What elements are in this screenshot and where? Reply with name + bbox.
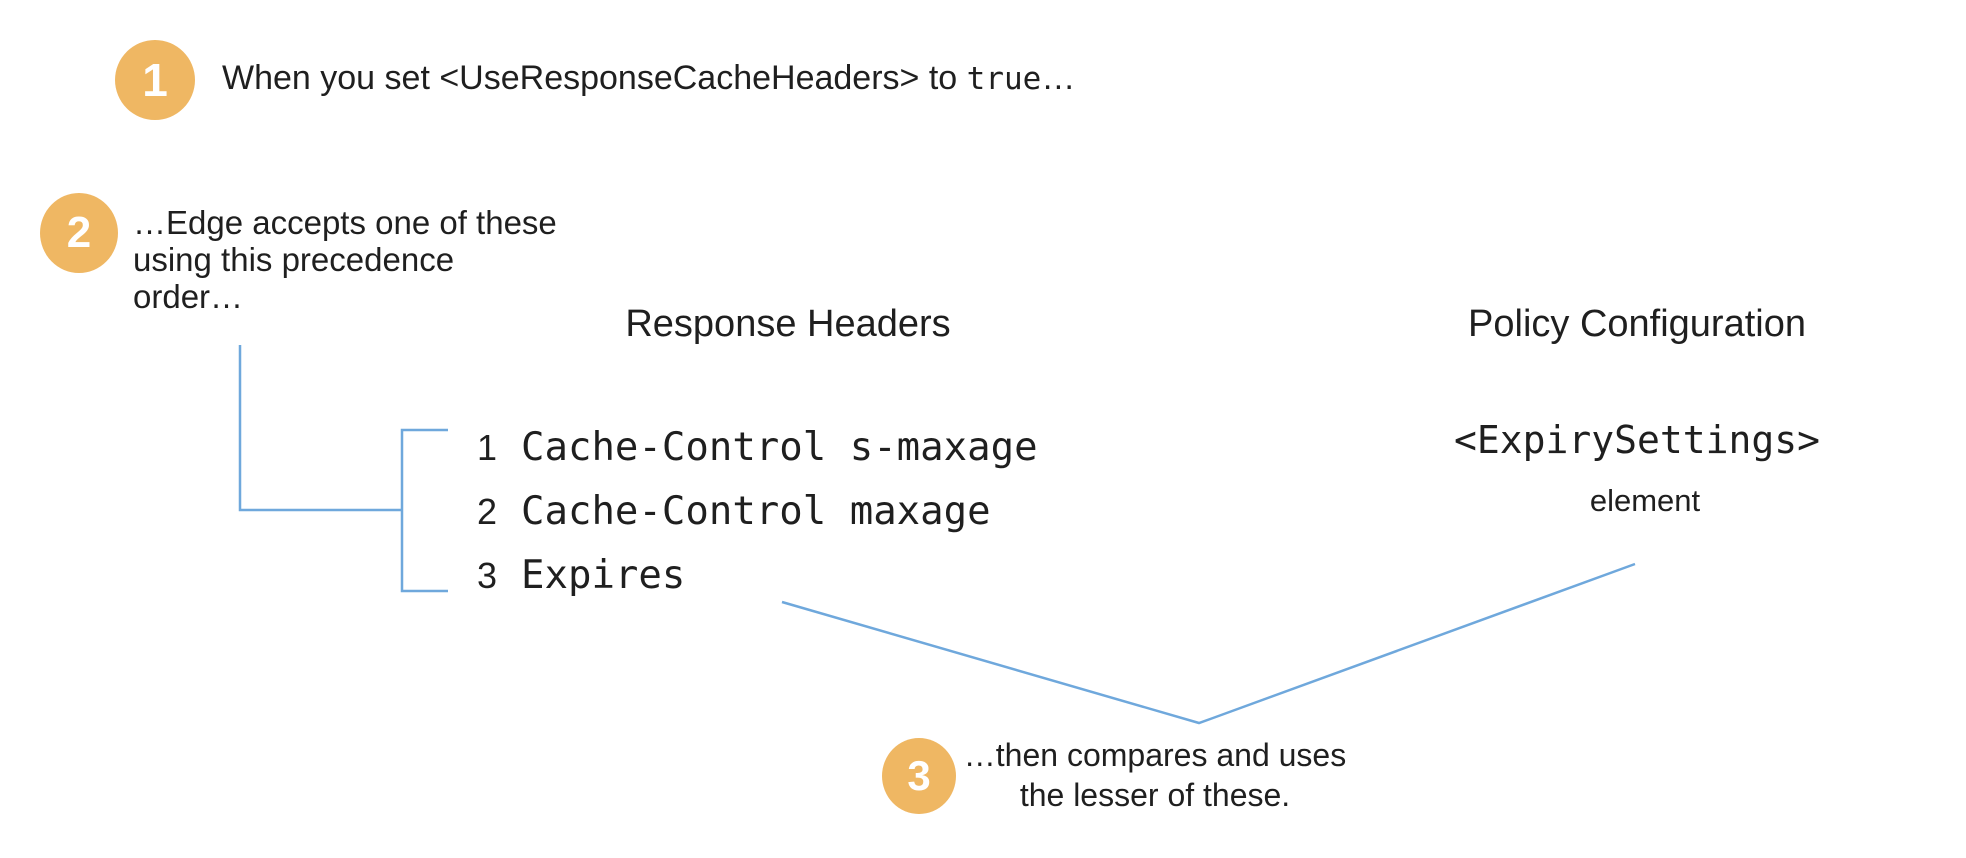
step-2-text: …Edge accepts one of these using this pr… (133, 204, 557, 315)
compare-v-connector (781, 562, 1636, 725)
policy-configuration-title: Policy Configuration (1468, 303, 1806, 345)
step-1-inline-code: true (966, 61, 1042, 97)
expiry-settings-code: <ExpirySettings> (1453, 418, 1821, 462)
step-2-line-1: …Edge accepts one of these (133, 204, 557, 241)
item-3-code: Expires (521, 553, 686, 598)
item-3-rank: 3 (477, 555, 498, 596)
item-2-code: Cache-Control maxage (521, 489, 991, 534)
response-header-item-2: 2 Cache-Control maxage (477, 489, 991, 537)
step-2-line-2: using this precedence (133, 241, 455, 278)
step-3-line-2: the lesser of these. (1019, 777, 1291, 813)
step-2-number: 2 (66, 208, 92, 257)
step-3-number: 3 (907, 752, 931, 799)
item-1-rank: 1 (477, 427, 498, 468)
step-1-text: When you set <UseResponseCacheHeaders> t… (222, 56, 1075, 101)
item-2-rank: 2 (477, 491, 498, 532)
precedence-elbow-connector (238, 345, 402, 512)
response-header-item-3: 3 Expires (477, 553, 685, 601)
step-3-line-1: …then compares and uses (963, 737, 1347, 773)
item-1-code: Cache-Control s-maxage (521, 425, 1038, 470)
step-1-number: 1 (142, 54, 168, 106)
precedence-bracket (400, 428, 448, 593)
step-1-badge: 1 (115, 40, 195, 120)
step-3-text: …then compares and uses the lesser of th… (955, 735, 1355, 815)
step-2-line-3: order… (133, 278, 244, 315)
response-header-item-1: 1 Cache-Control s-maxage (477, 425, 1038, 473)
step-1-text-before: When you set <UseResponseCacheHeaders> t… (222, 59, 967, 97)
response-headers-title: Response Headers (625, 303, 951, 345)
step-3-badge: 3 (882, 738, 956, 814)
step-2-badge: 2 (40, 193, 118, 273)
step-1-text-after: … (1041, 59, 1076, 97)
expiry-settings-element-label: element (1589, 483, 1701, 518)
